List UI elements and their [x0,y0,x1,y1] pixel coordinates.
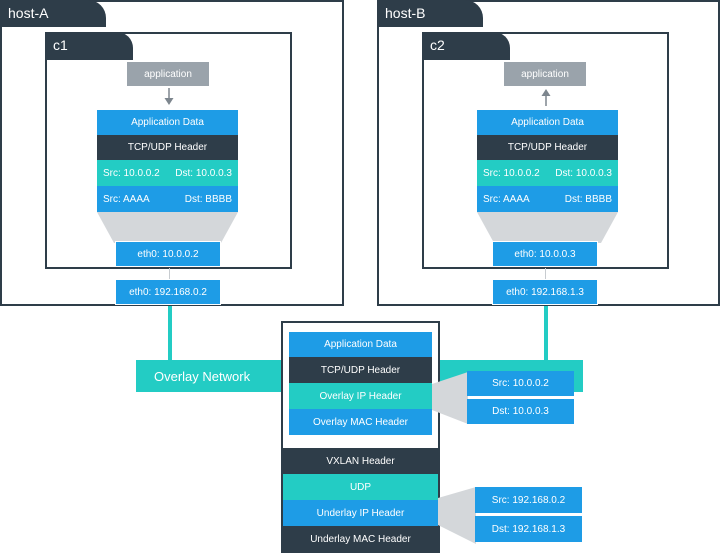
host-b-ip-row: Src: 10.0.0.2 Dst: 10.0.0.3 [477,160,618,186]
packet-udp-header: UDP [283,474,438,500]
host-a-eth-link [169,268,170,280]
host-b-funnel [477,212,618,243]
overlay-inner-frame: Application Data TCP/UDP Header Overlay … [289,332,432,435]
packet-overlay-mac-header: Overlay MAC Header [289,409,432,435]
host-b-tcp-header: TCP/UDP Header [477,135,618,160]
container-c1-label: c1 [45,32,133,60]
host-a-network-link [168,305,172,361]
host-a-ip-dst: Dst: 10.0.0.3 [175,167,232,179]
host-a-eth-outer: eth0: 192.168.0.2 [115,279,221,305]
overlay-ip-callout [432,372,468,424]
host-b-mac-src: Src: AAAA [483,193,530,205]
host-b-eth-inner: eth0: 10.0.0.3 [492,241,598,267]
packet-app-data: Application Data [289,332,432,357]
host-a-mac-dst: Dst: BBBB [184,193,232,205]
host-a-funnel [97,212,238,243]
overlay-ip-dst: Dst: 10.0.0.3 [467,399,574,424]
host-a-down-arrow [164,88,174,105]
host-a-ip-src: Src: 10.0.0.2 [103,167,160,179]
host-b-network-link [544,305,548,361]
host-a-app-data: Application Data [97,110,238,135]
container-c2-label: c2 [422,32,510,60]
host-a-mac-row: Src: AAAA Dst: BBBB [97,186,238,212]
underlay-ip-dst: Dst: 192.168.1.3 [475,516,582,542]
host-a-eth-inner: eth0: 10.0.0.2 [115,241,221,267]
host-a-ip-row: Src: 10.0.0.2 Dst: 10.0.0.3 [97,160,238,186]
overlay-ip-src: Src: 10.0.0.2 [467,371,574,396]
host-a-tcp-header: TCP/UDP Header [97,135,238,160]
host-a-stack: Application Data TCP/UDP Header Src: 10.… [97,110,238,212]
packet-underlay-ip-header: Underlay IP Header [283,500,438,526]
host-a-label: host-A [0,0,106,27]
packet-underlay-mac-header: Underlay MAC Header [283,526,438,553]
underlay-headers: VXLAN Header UDP Underlay IP Header Unde… [283,448,438,553]
overlay-network-label: Overlay Network [154,368,251,384]
host-b-app-data: Application Data [477,110,618,135]
host-a-application: application [127,62,209,86]
packet-vxlan-header: VXLAN Header [283,448,438,474]
underlay-ip-callout [438,487,476,544]
host-b-stack: Application Data TCP/UDP Header Src: 10.… [477,110,618,212]
packet-tcp-header: TCP/UDP Header [289,357,432,383]
host-b-mac-row: Src: AAAA Dst: BBBB [477,186,618,212]
host-a-mac-src: Src: AAAA [103,193,150,205]
host-b-ip-src: Src: 10.0.0.2 [483,167,540,179]
packet-overlay-ip-header: Overlay IP Header [289,383,432,409]
host-b-up-arrow [541,89,551,106]
host-b-mac-dst: Dst: BBBB [564,193,612,205]
underlay-ip-src: Src: 192.168.0.2 [475,487,582,513]
host-b-label: host-B [377,0,483,27]
host-b-eth-link [545,268,546,280]
host-b-eth-outer: eth0: 192.168.1.3 [492,279,598,305]
host-b-ip-dst: Dst: 10.0.0.3 [555,167,612,179]
host-b-application: application [504,62,586,86]
